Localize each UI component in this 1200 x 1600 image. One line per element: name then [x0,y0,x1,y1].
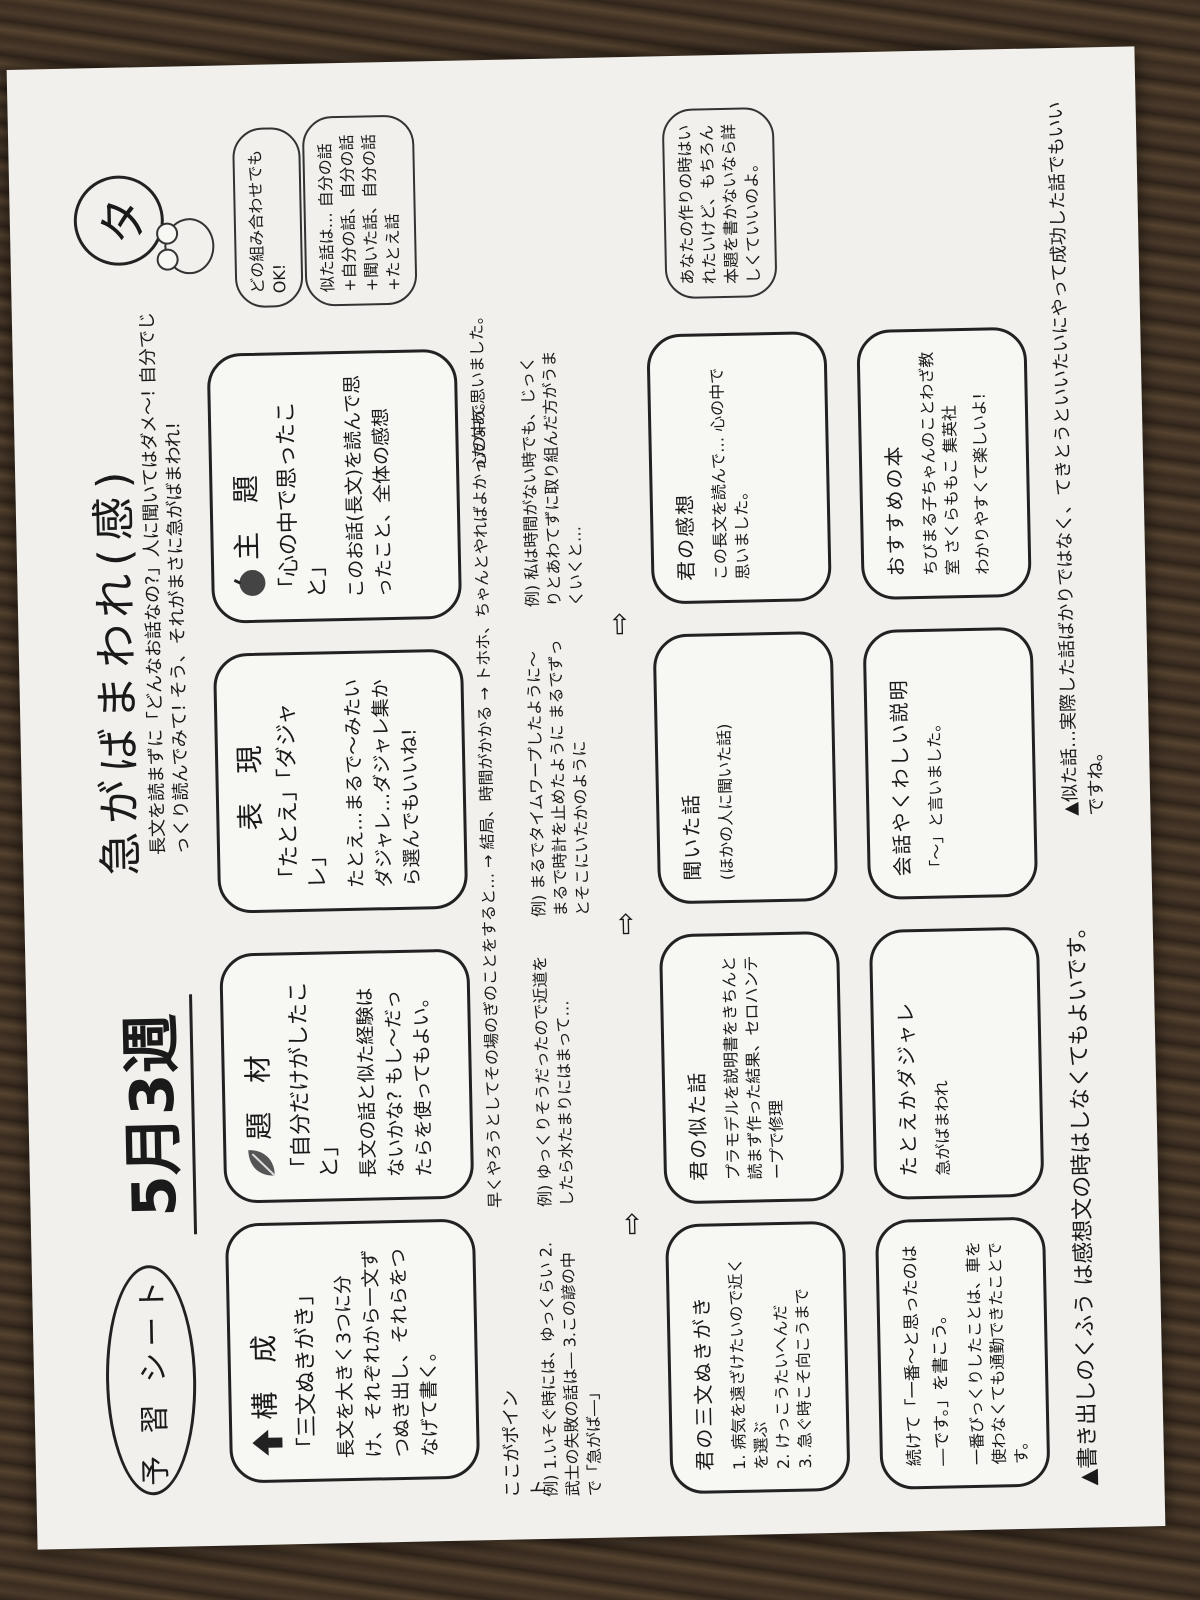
box-shudai-head: 主 題 [228,464,264,561]
arrow-up-icon [250,1425,285,1460]
week-title: 5月3週 [102,994,198,1237]
box-daizai-q: 「自分だけがしたこと」 [285,980,343,1180]
box-hyougen-head: 表 現 [232,735,268,831]
box-kimi-nita: 君の似た話 プラモデルを説明書をきちんと読まず作った結果、セロハンテープで修理 [658,930,845,1205]
box-kousei-head: 構 成 [246,1324,282,1421]
box-daizai-head: 題 材 [241,1044,277,1141]
apple-icon [232,566,267,601]
kimi-sanbun-item-3: 3. 急ぐ時こそ向こうまで [792,1288,816,1469]
box-hyougen-q: 「たとえ」「ダジャレ」 [273,702,331,890]
box-daizai-body: 長文の話と似た経験はないかな? もし～だったらを使ってもよい。 [353,987,436,1178]
box-kimi-sanbun: 君の三文ぬきがき 1. 病気を遠ざけたいので近くを選ぶ 2. けっこうたいへんだ… [664,1220,851,1495]
box-kimi-sanbun-head: 君の三文ぬきがき [689,1294,718,1471]
box-hyougen: 表 現 「たとえ」「ダジャレ」 たとえ…まるで～みたい ダジャレ…ダジャレ集から… [212,648,469,914]
box-hyougen-body: たとえ…まるで～みたい ダジャレ…ダジャレ集から選んでもいいね! [341,678,424,889]
box-kimi-nita-head: 君の似た話 [684,1070,712,1181]
box-tatoe: たとえかダジャレ 急がばまわれ [868,926,1045,1201]
arrow-right-icon: ⇨ [614,1211,649,1236]
middle-flow-text: 早くやろうとしてその場のぎのことをすると… → 結局、時間がかかる → トホホ、… [468,393,505,1209]
box-kimi-nita-body: プラモデルを説明書をきちんと読まず作った結果、セロハンテープで修理 [719,955,788,1181]
worksheet-paper: 予 習 シート 5月3週 急がばまわれ(感) 長文を読まずに「どんなお話なの?」… [6,46,1166,1550]
box-kaiwa-head: 会話やくわしい説明 [886,678,915,877]
box-kansou: 君の感想 この長文を読んで… 心の中で思いました。 [646,330,832,605]
example-4: 例) 私は時間がない時でも、じっくりとあわてずに取り組んだ方がうまくいくと… [517,350,586,608]
box-kousei: 構 成 「三文ぬきがき」 長文を大きく3つに分け、それぞれから一文ずつぬき出し、… [224,1218,481,1484]
header: 予 習 シート 5月3週 急がばまわれ(感) 長文を読まずに「どんなお話なの?」… [62,114,211,1497]
footer-left: ▲書き出しのくふう は感想文の時はしなくてもよいです。 [1064,916,1102,1486]
box-tatoe-body: 急がばまわれ [931,1080,953,1176]
kimi-sanbun-item-1: 1. 病気を遠ざけたいので近くを選ぶ [725,1257,772,1471]
box-kansou-body: この長文を読んで… 心の中で思いました。 [707,367,753,581]
box-tsuzuke-head: 続けて「一番～と思ったのは―です。」を書こう。 [900,1245,954,1467]
box-kousei-body: 長文を大きく3つに分け、それぞれから一文ずつぬき出し、それらをつなげて書く。 [331,1248,442,1459]
worksheet-content: 予 習 シート 5月3週 急がばまわれ(感) 長文を読まずに「どんなお話なの?」… [41,75,1151,1517]
arrow-right-icon: ⇨ [608,911,642,936]
box-tsuzuke: 続けて「一番～と思ったのは―です。」を書こう。 一番びっくりしたことは、車を使わ… [874,1216,1051,1490]
box-shudai-q: 「心の中で思ったこと」 [273,400,331,600]
box-kousei-q: 「三文ぬきがき」 [292,1283,321,1460]
arrow-right-icon: ⇨ [602,611,636,636]
side-cloud-1: 似た話は… 自分の話+自分の話、自分の話+聞いた話、自分の話+たとえ話 [301,114,418,307]
box-osusume: おすすめの本 ちびまる子ちゃんのことわざ教室 さくらももこ 集英社 わかりやすく… [856,326,1032,601]
example-2: 例) ゆっくりそうだったので近道をしたら水たまりにはまって… [530,955,577,1208]
box-kiita-head: 聞いた話 [678,792,705,882]
bear-icon [163,217,215,275]
example-3: 例) まるでタイムワープしたように～まるで時計を止めたように まるでずっとそこに… [523,639,593,918]
sheet-label: 予 習 シート [103,1264,199,1497]
box-osusume-note: わかりやすくて楽しいよ! [969,392,993,575]
box-kiita: 聞いた話 (ほかの人に聞いた話) [652,630,839,905]
box-shudai: 主 題 「心の中で思ったこと」 このお話(長文)を読んで思ったこと、全体の感想 [206,348,463,624]
footer-right: ▲似た話…実際した話ばかりではなく、てきとうといいたいにやって成功した話でもいい… [1045,101,1108,817]
leaf-icon [244,1146,279,1181]
page-title: 急がばまわれ(感) [87,463,148,877]
example-1: 例) 1.いそぐ時には、ゆっくらい 2.武士の失敗の話は― 3.この諺の中で「急… [536,1241,605,1498]
box-osusume-body: ちびまる子ちゃんのことわざ教室 さくらももこ 集英社 [916,351,963,576]
box-kaiwa-body: 「～」と言いました。 [924,715,947,876]
box-kaiwa: 会話やくわしい説明 「～」と言いました。 [862,626,1039,901]
box-tsuzuke-body: 一番びっくりしたことは、車を使わなくても通勤できたことです。 [963,1240,1032,1466]
box-daizai: 題 材 「自分だけがしたこと」 長文の話と似た経験はないかな? もし～だったらを… [219,948,475,1204]
side-note-top: どの組み合わせでもOK! [231,126,304,309]
box-osusume-head: おすすめの本 [881,444,909,577]
grade-stamp: タ [72,174,165,267]
box-kiita-body: (ほかの人に聞いた話) [714,723,737,881]
box-kansou-head: 君の感想 [672,492,699,582]
middle-note: 心の中で思いました。 [466,307,490,469]
box-shudai-body: このお話(長文)を読んで思ったこと、全体の感想 [341,374,396,598]
side-cloud-2: あなたの作りの時はいれたいけど、もちろん本題を書かないなら詳しくていいのよ。 [661,106,778,300]
box-tatoe-head: たとえかダジャレ [893,1000,921,1177]
